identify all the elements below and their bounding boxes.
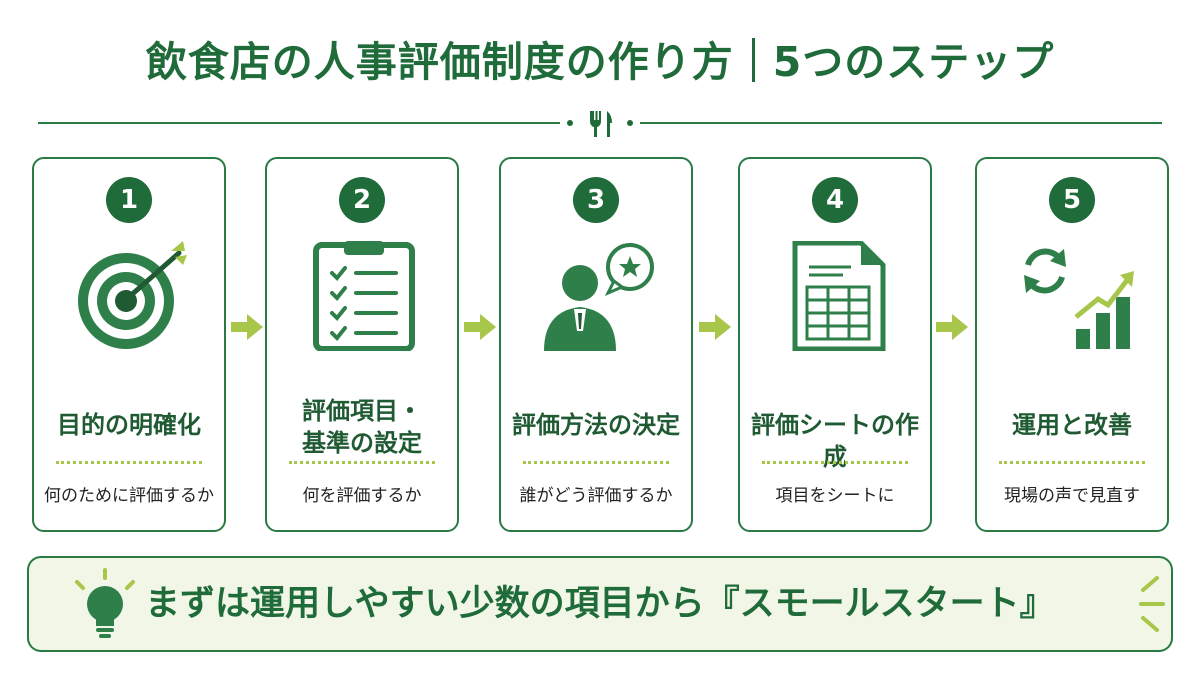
lightbulb-icon xyxy=(75,568,135,638)
step-card-3: 3 評価方法の決定 誰がどう評価するか xyxy=(499,157,693,532)
title-divider xyxy=(751,38,755,82)
step-label-line-2: 基準の設定 xyxy=(302,429,422,457)
dotted-divider xyxy=(56,461,202,464)
arrow-right-icon xyxy=(699,314,731,340)
tip-text: まずは運用しやすい少数の項目から『スモールスタート』 xyxy=(145,584,1055,624)
refresh-growth-chart-icon xyxy=(1024,248,1134,349)
arrow-right-icon xyxy=(936,314,968,340)
header-rule-right xyxy=(640,122,1162,124)
step-card-1: 1 目的の明確化 何のために評価するか xyxy=(32,157,226,532)
step-card-2: 2 評価項目・ 基準の設定 何を評価するか xyxy=(265,157,459,532)
step-label-line-1: 評価項目・ xyxy=(302,397,422,425)
step-number: 4 xyxy=(812,177,858,223)
step-number: 3 xyxy=(573,177,619,223)
target-icon xyxy=(78,241,187,349)
dotted-divider xyxy=(999,461,1145,464)
step-description: 何を評価するか xyxy=(302,486,422,506)
step-card-5: 5 運用と改善 現場の声で見直す xyxy=(975,157,1169,532)
step-label: 運用と改善 xyxy=(1012,411,1132,439)
person-speech-star-icon xyxy=(544,243,654,351)
fork-knife-icon xyxy=(567,111,633,137)
dotted-divider xyxy=(289,461,435,464)
arrow-right-icon xyxy=(231,314,263,340)
spreadsheet-document-icon xyxy=(792,241,886,351)
dotted-divider xyxy=(523,461,669,464)
step-description: 項目をシートに xyxy=(775,486,895,506)
step-card-4: 4 評価シートの作成 項目をシートに xyxy=(738,157,932,532)
step-number: 1 xyxy=(106,177,152,223)
arrow-right-icon xyxy=(464,314,496,340)
step-description: 誰がどう評価するか xyxy=(519,486,673,506)
step-description: 何のために評価するか xyxy=(44,486,214,506)
header-rule-left xyxy=(38,122,560,124)
dotted-divider xyxy=(762,461,908,464)
clipboard-checklist-icon xyxy=(313,241,415,351)
title-sub: 5つのステップ xyxy=(772,38,1055,86)
step-description: 現場の声で見直す xyxy=(1004,486,1140,506)
step-number: 2 xyxy=(339,177,385,223)
tip-banner: まずは運用しやすい少数の項目から『スモールスタート』 xyxy=(27,556,1173,652)
title-main: 飲食店の人事評価制度の作り方 xyxy=(145,38,734,86)
page-title: 飲食店の人事評価制度の作り方 5つのステップ xyxy=(0,28,1200,88)
step-label: 評価方法の決定 xyxy=(512,411,680,439)
step-label: 目的の明確化 xyxy=(57,411,201,439)
sparkle-lines-icon xyxy=(1139,576,1165,632)
step-label: 評価シートの作成 xyxy=(751,411,919,471)
step-number: 5 xyxy=(1049,177,1095,223)
